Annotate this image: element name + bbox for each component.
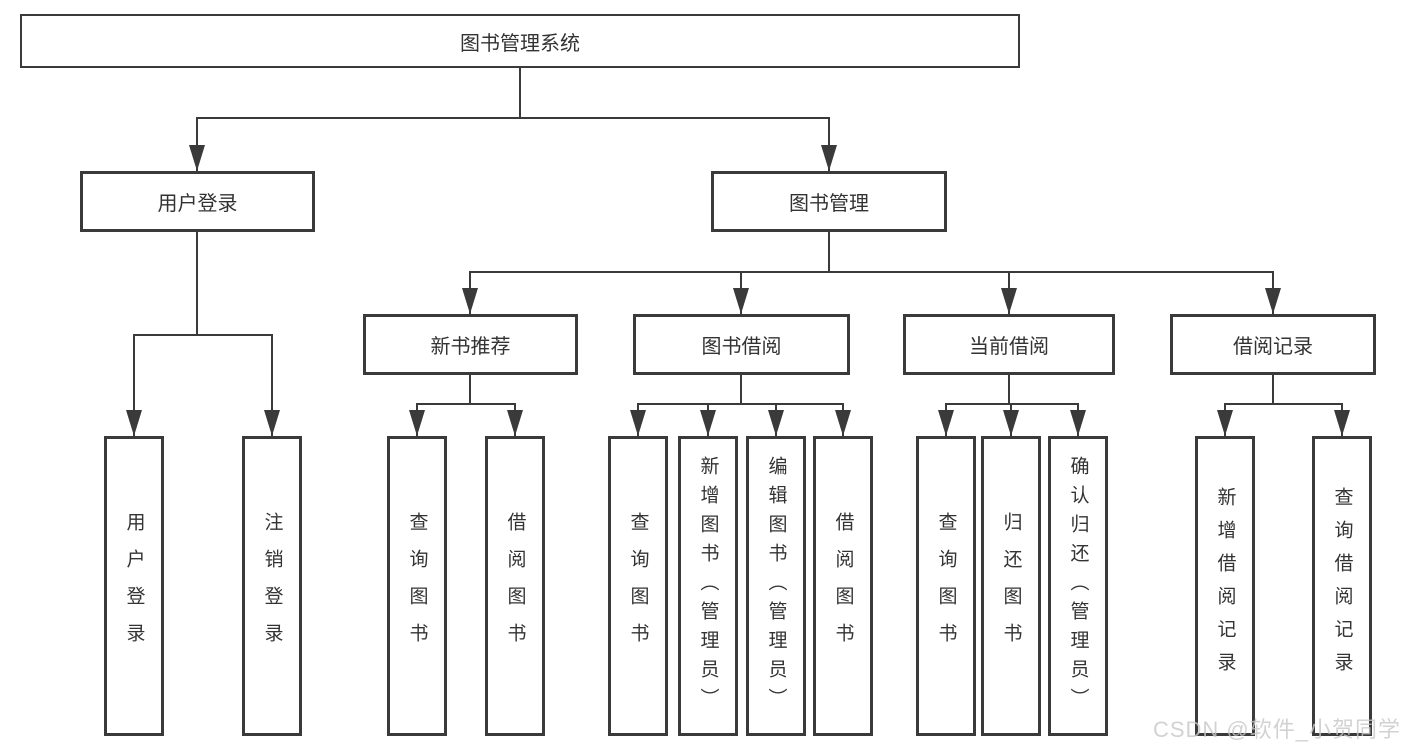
connector-book-mgmt-stem xyxy=(828,231,830,272)
node-book-mgmt: 图书管理 xyxy=(711,171,947,232)
node-label: 新增借阅记录 xyxy=(1214,487,1236,685)
node-label: 查询借阅记录 xyxy=(1331,487,1353,685)
connector-drop-user-login xyxy=(196,117,198,171)
node-label: 编辑图书（管理员） xyxy=(765,455,787,717)
arrow-down-icon xyxy=(835,410,851,436)
leaf-user-login: 用户登录 xyxy=(104,436,164,736)
node-current-borrow: 当前借阅 xyxy=(903,314,1115,375)
node-user-login: 用户登录 xyxy=(80,171,315,232)
node-label: 用户登录 xyxy=(123,512,145,660)
node-root-system: 图书管理系统 xyxy=(20,14,1020,68)
connector-new-book-rec-hline xyxy=(416,403,516,405)
leaf-logout: 注销登录 xyxy=(242,436,302,736)
node-book-borrow: 图书借阅 xyxy=(633,314,850,375)
node-label: 借阅图书 xyxy=(832,512,854,660)
connector-drop-leaf xyxy=(271,334,273,436)
connector-current-borrow-stem xyxy=(1008,374,1010,405)
connector-root-hline xyxy=(196,117,830,119)
arrow-down-icon xyxy=(189,145,205,171)
node-label: 查询图书 xyxy=(627,512,649,660)
arrow-down-icon xyxy=(768,410,784,436)
connector-current-borrow-hline xyxy=(945,403,1079,405)
connector-book-mgmt-hline xyxy=(469,271,1274,273)
leaf-borrow-books-rec: 借阅图书 xyxy=(485,436,545,736)
connector-new-book-rec-stem xyxy=(469,374,471,405)
arrow-down-icon xyxy=(938,410,954,436)
node-label: 查询图书 xyxy=(935,512,957,660)
leaf-query-books-rec: 查询图书 xyxy=(387,436,447,736)
connector-borrow-records-stem xyxy=(1272,374,1274,405)
connector-book-borrow-stem xyxy=(740,374,742,405)
arrow-down-icon xyxy=(733,288,749,314)
node-label: 归还图书 xyxy=(1000,512,1022,660)
node-label: 新增图书（管理员） xyxy=(697,455,719,717)
leaf-query-books-current: 查询图书 xyxy=(916,436,976,736)
connector-user-login-stem xyxy=(196,231,198,335)
arrow-down-icon xyxy=(409,410,425,436)
leaf-edit-book-admin: 编辑图书（管理员） xyxy=(746,436,806,736)
node-label: 确认归还（管理员） xyxy=(1067,455,1089,717)
leaf-query-books-borrow: 查询图书 xyxy=(608,436,668,736)
arrow-down-icon xyxy=(126,410,142,436)
connector-drop-leaf xyxy=(133,334,135,436)
arrow-down-icon xyxy=(1265,288,1281,314)
arrow-down-icon xyxy=(1334,410,1350,436)
leaf-confirm-return-admin: 确认归还（管理员） xyxy=(1048,436,1108,736)
arrow-down-icon xyxy=(462,288,478,314)
leaf-return-book: 归还图书 xyxy=(981,436,1041,736)
connector-drop-book-mgmt xyxy=(828,117,830,171)
connector-borrow-records-hline xyxy=(1224,403,1343,405)
node-label: 查询图书 xyxy=(406,512,428,660)
connector-user-login-hline xyxy=(133,334,273,336)
connector-root-stem xyxy=(519,67,521,118)
arrow-down-icon xyxy=(821,145,837,171)
node-borrow-records: 借阅记录 xyxy=(1170,314,1376,375)
connector-book-borrow-hline xyxy=(637,403,844,405)
arrow-down-icon xyxy=(700,410,716,436)
arrow-down-icon xyxy=(1217,410,1233,436)
arrow-down-icon xyxy=(1070,410,1086,436)
arrow-down-icon xyxy=(507,410,523,436)
csdn-watermark: CSDN @软件_小贺同学 xyxy=(1152,717,1401,742)
node-new-book-rec: 新书推荐 xyxy=(363,314,578,375)
leaf-add-book-admin: 新增图书（管理员） xyxy=(678,436,738,736)
arrow-down-icon xyxy=(264,410,280,436)
leaf-borrow-books: 借阅图书 xyxy=(813,436,873,736)
leaf-add-borrow-record: 新增借阅记录 xyxy=(1195,436,1255,736)
leaf-query-borrow-record: 查询借阅记录 xyxy=(1312,436,1372,736)
arrow-down-icon xyxy=(1003,410,1019,436)
arrow-down-icon xyxy=(1001,288,1017,314)
node-label: 借阅图书 xyxy=(504,512,526,660)
node-label: 注销登录 xyxy=(261,512,283,660)
arrow-down-icon xyxy=(630,410,646,436)
